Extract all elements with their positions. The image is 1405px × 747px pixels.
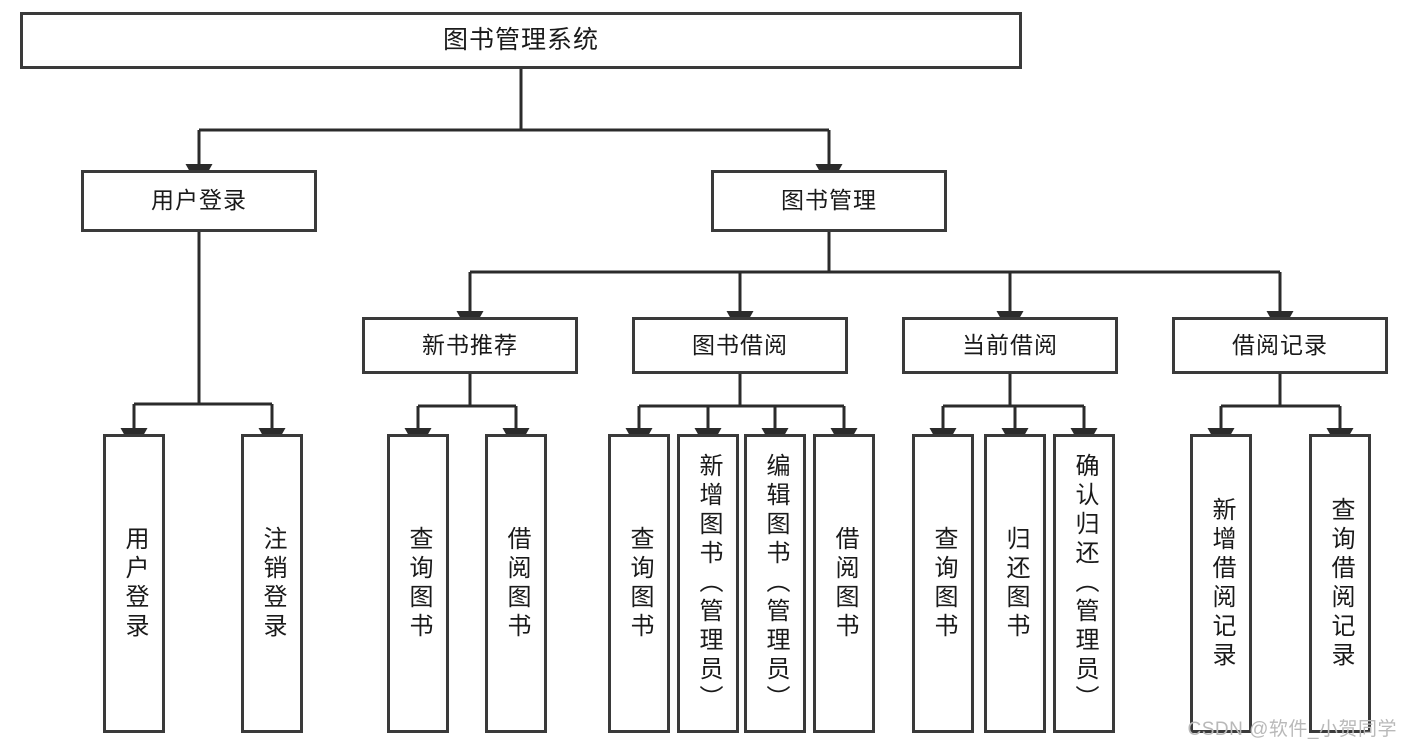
leaf-query-book-current[interactable]: 查询图书: [912, 434, 974, 733]
node-user-login-label: 用户登录: [151, 187, 247, 214]
node-book-borrow-label: 图书借阅: [692, 331, 788, 358]
leaf-confirm-return-admin-label: 确认归还（管理员）: [1071, 453, 1098, 714]
leaf-logout-label: 注销登录: [259, 525, 286, 642]
node-new-book-recommend-label: 新书推荐: [422, 331, 518, 358]
leaf-borrow-book[interactable]: 借阅图书: [813, 434, 875, 733]
leaf-return-book-label: 归还图书: [1002, 525, 1029, 642]
leaf-user-login-label: 用户登录: [121, 525, 148, 642]
tree-connectors: [120, 69, 1354, 452]
node-borrow-record[interactable]: 借阅记录: [1172, 317, 1388, 374]
leaf-query-book-current-label: 查询图书: [930, 525, 957, 642]
leaf-return-book[interactable]: 归还图书: [984, 434, 1046, 733]
leaf-edit-book-admin[interactable]: 编辑图书（管理员）: [744, 434, 806, 733]
leaf-query-book-borrow-label: 查询图书: [626, 525, 653, 642]
node-borrow-record-label: 借阅记录: [1232, 331, 1328, 358]
leaf-borrow-book-recommend-label: 借阅图书: [503, 525, 530, 642]
leaf-query-book-borrow[interactable]: 查询图书: [608, 434, 670, 733]
leaf-confirm-return-admin[interactable]: 确认归还（管理员）: [1053, 434, 1115, 733]
node-new-book-recommend[interactable]: 新书推荐: [362, 317, 578, 374]
leaf-user-login[interactable]: 用户登录: [103, 434, 165, 733]
node-root[interactable]: 图书管理系统: [20, 12, 1022, 69]
leaf-query-book-recommend-label: 查询图书: [405, 525, 432, 642]
csdn-watermark: CSDN @软件_小贺同学: [1187, 719, 1397, 740]
node-root-label: 图书管理系统: [442, 25, 599, 54]
node-current-borrow[interactable]: 当前借阅: [902, 317, 1118, 374]
leaf-query-borrow-record[interactable]: 查询借阅记录: [1309, 434, 1371, 733]
leaf-logout[interactable]: 注销登录: [241, 434, 303, 733]
node-user-login[interactable]: 用户登录: [81, 170, 317, 232]
node-book-borrow[interactable]: 图书借阅: [632, 317, 848, 374]
leaf-edit-book-admin-label: 编辑图书（管理员）: [762, 453, 789, 714]
leaf-add-borrow-record-label: 新增借阅记录: [1208, 496, 1235, 671]
node-book-management[interactable]: 图书管理: [711, 170, 947, 232]
leaf-query-book-recommend[interactable]: 查询图书: [387, 434, 449, 733]
leaf-add-borrow-record[interactable]: 新增借阅记录: [1190, 434, 1252, 733]
node-current-borrow-label: 当前借阅: [962, 331, 1058, 358]
leaf-borrow-book-recommend[interactable]: 借阅图书: [485, 434, 547, 733]
leaf-query-borrow-record-label: 查询借阅记录: [1327, 496, 1354, 671]
leaf-add-book-admin-label: 新增图书（管理员）: [695, 453, 722, 714]
leaf-borrow-book-label: 借阅图书: [831, 525, 858, 642]
leaf-add-book-admin[interactable]: 新增图书（管理员）: [677, 434, 739, 733]
node-book-management-label: 图书管理: [781, 187, 877, 214]
